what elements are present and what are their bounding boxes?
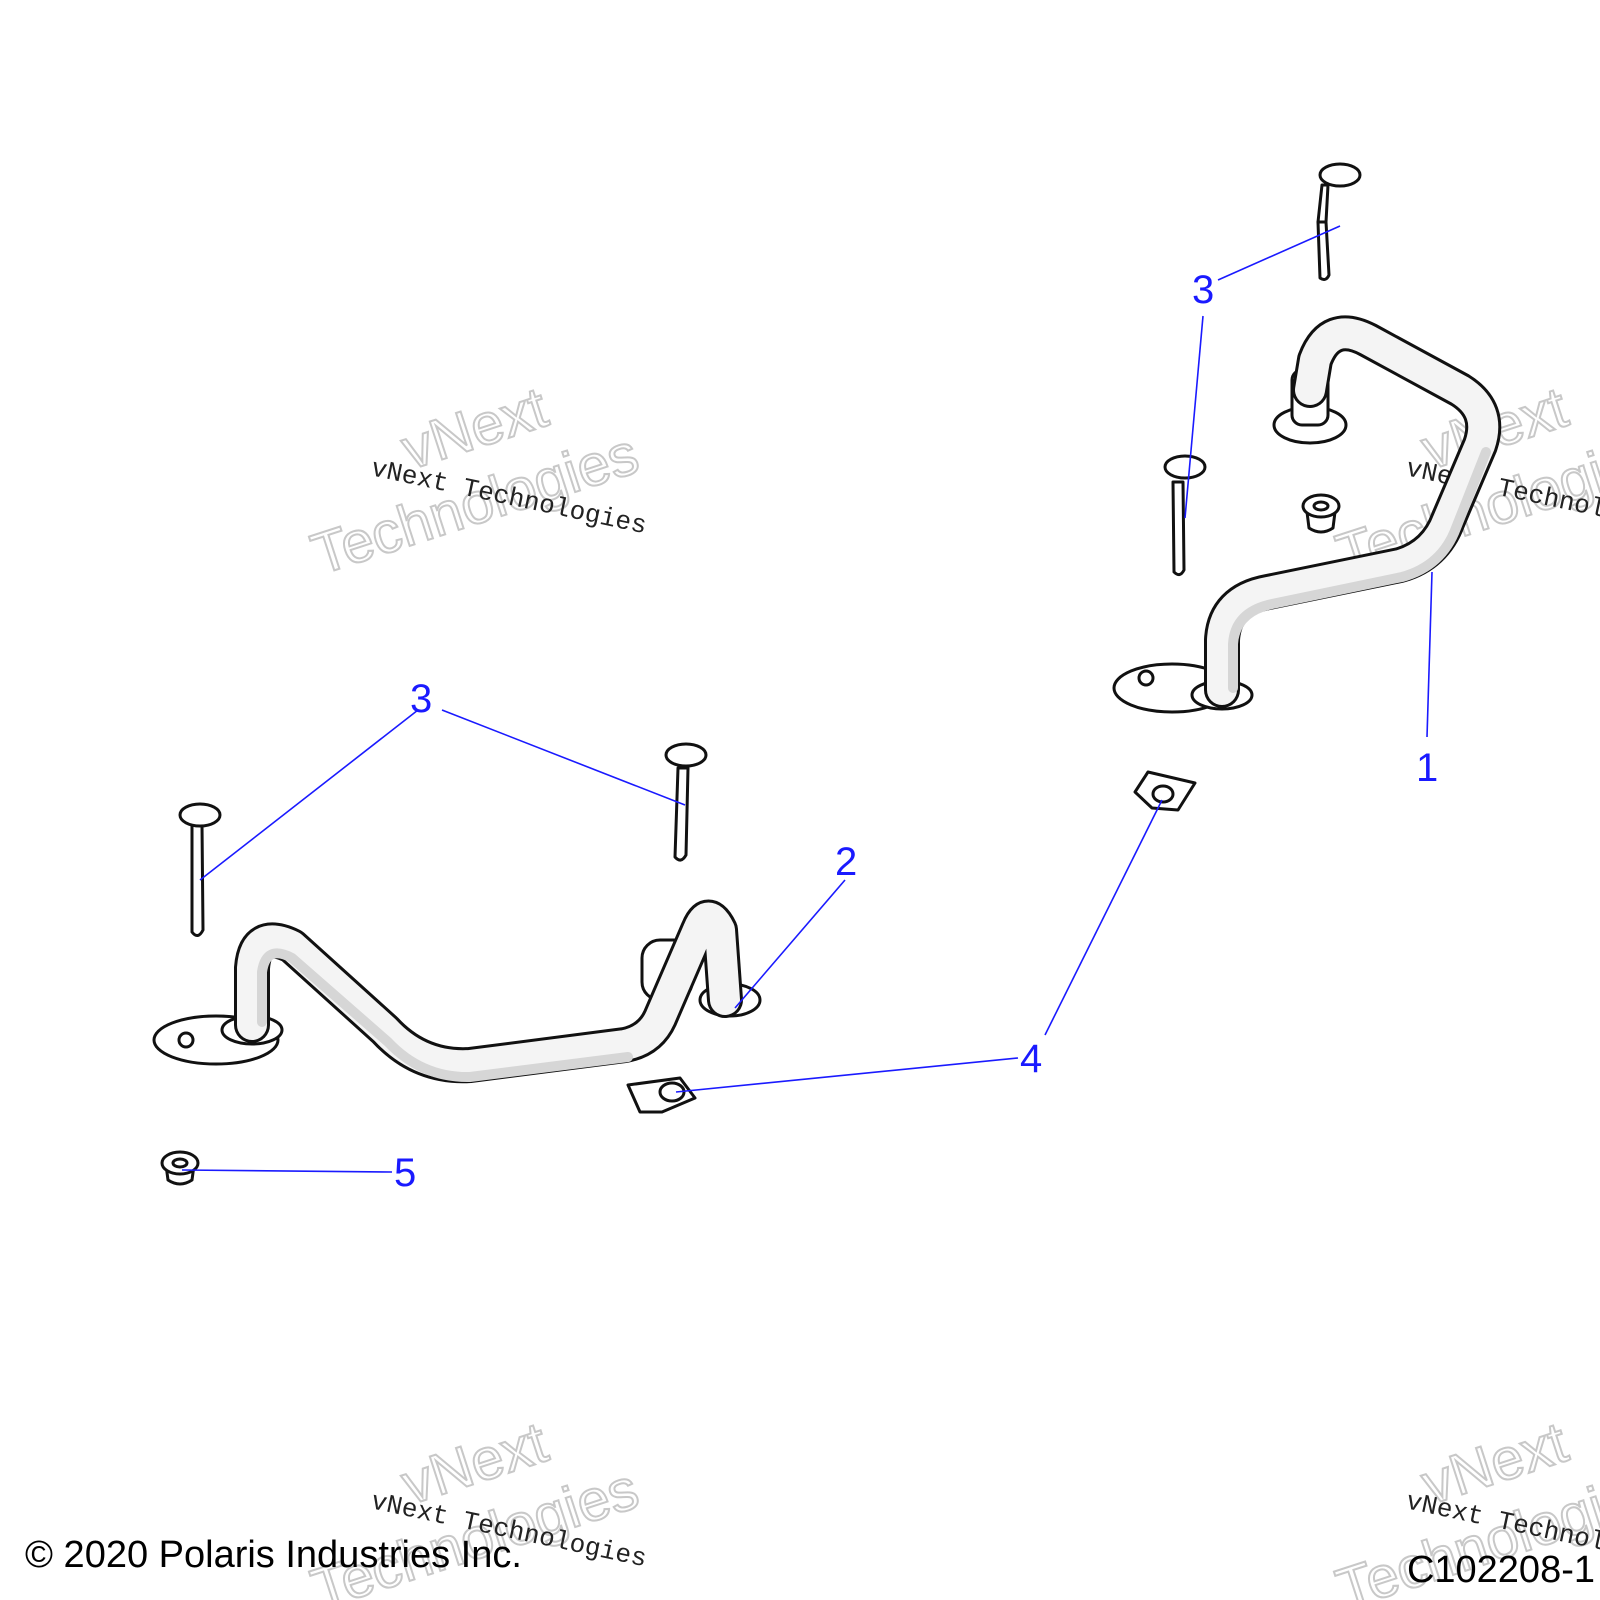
- leader-2: [734, 879, 846, 1009]
- leader-3-top-b: [1184, 315, 1204, 519]
- leader-3-left-a: [199, 709, 419, 881]
- watermark-top-left: vNext Technologies vNext Technologies: [303, 374, 649, 589]
- leader-3-left-b: [441, 709, 686, 806]
- part-5-grommet-left: [160, 1150, 200, 1186]
- part-4-clip-right: [1133, 770, 1197, 812]
- part-1-grab-handle-right: [1112, 315, 1502, 714]
- part-3-screw-left-a: [178, 802, 222, 937]
- callout-3-left: 3: [410, 677, 432, 721]
- callout-5: 5: [394, 1151, 416, 1195]
- part-5-grommet-right: [1301, 493, 1341, 534]
- part-3-screw-mid-right: [1163, 454, 1207, 577]
- leader-4-b: [675, 1057, 1019, 1093]
- callout-2: 2: [835, 840, 857, 884]
- callout-4: 4: [1020, 1037, 1042, 1081]
- leader-1: [1426, 571, 1433, 738]
- figure-id: C102208-1: [1407, 1549, 1595, 1591]
- part-4-clip-left: [626, 1076, 697, 1114]
- callout-1: 1: [1416, 746, 1438, 790]
- copyright-text: © 2020 Polaris Industries Inc.: [25, 1534, 522, 1576]
- leader-lines: [181, 225, 1433, 1173]
- leader-4-a: [1044, 799, 1163, 1036]
- part-2-grab-handle-left: [152, 900, 762, 1084]
- leader-3-top-a: [1217, 225, 1341, 281]
- part-3-screw-top-right: [1316, 162, 1362, 281]
- part-3-screw-left-b: [664, 742, 708, 862]
- callout-3-top: 3: [1192, 268, 1214, 312]
- leader-5: [181, 1169, 393, 1173]
